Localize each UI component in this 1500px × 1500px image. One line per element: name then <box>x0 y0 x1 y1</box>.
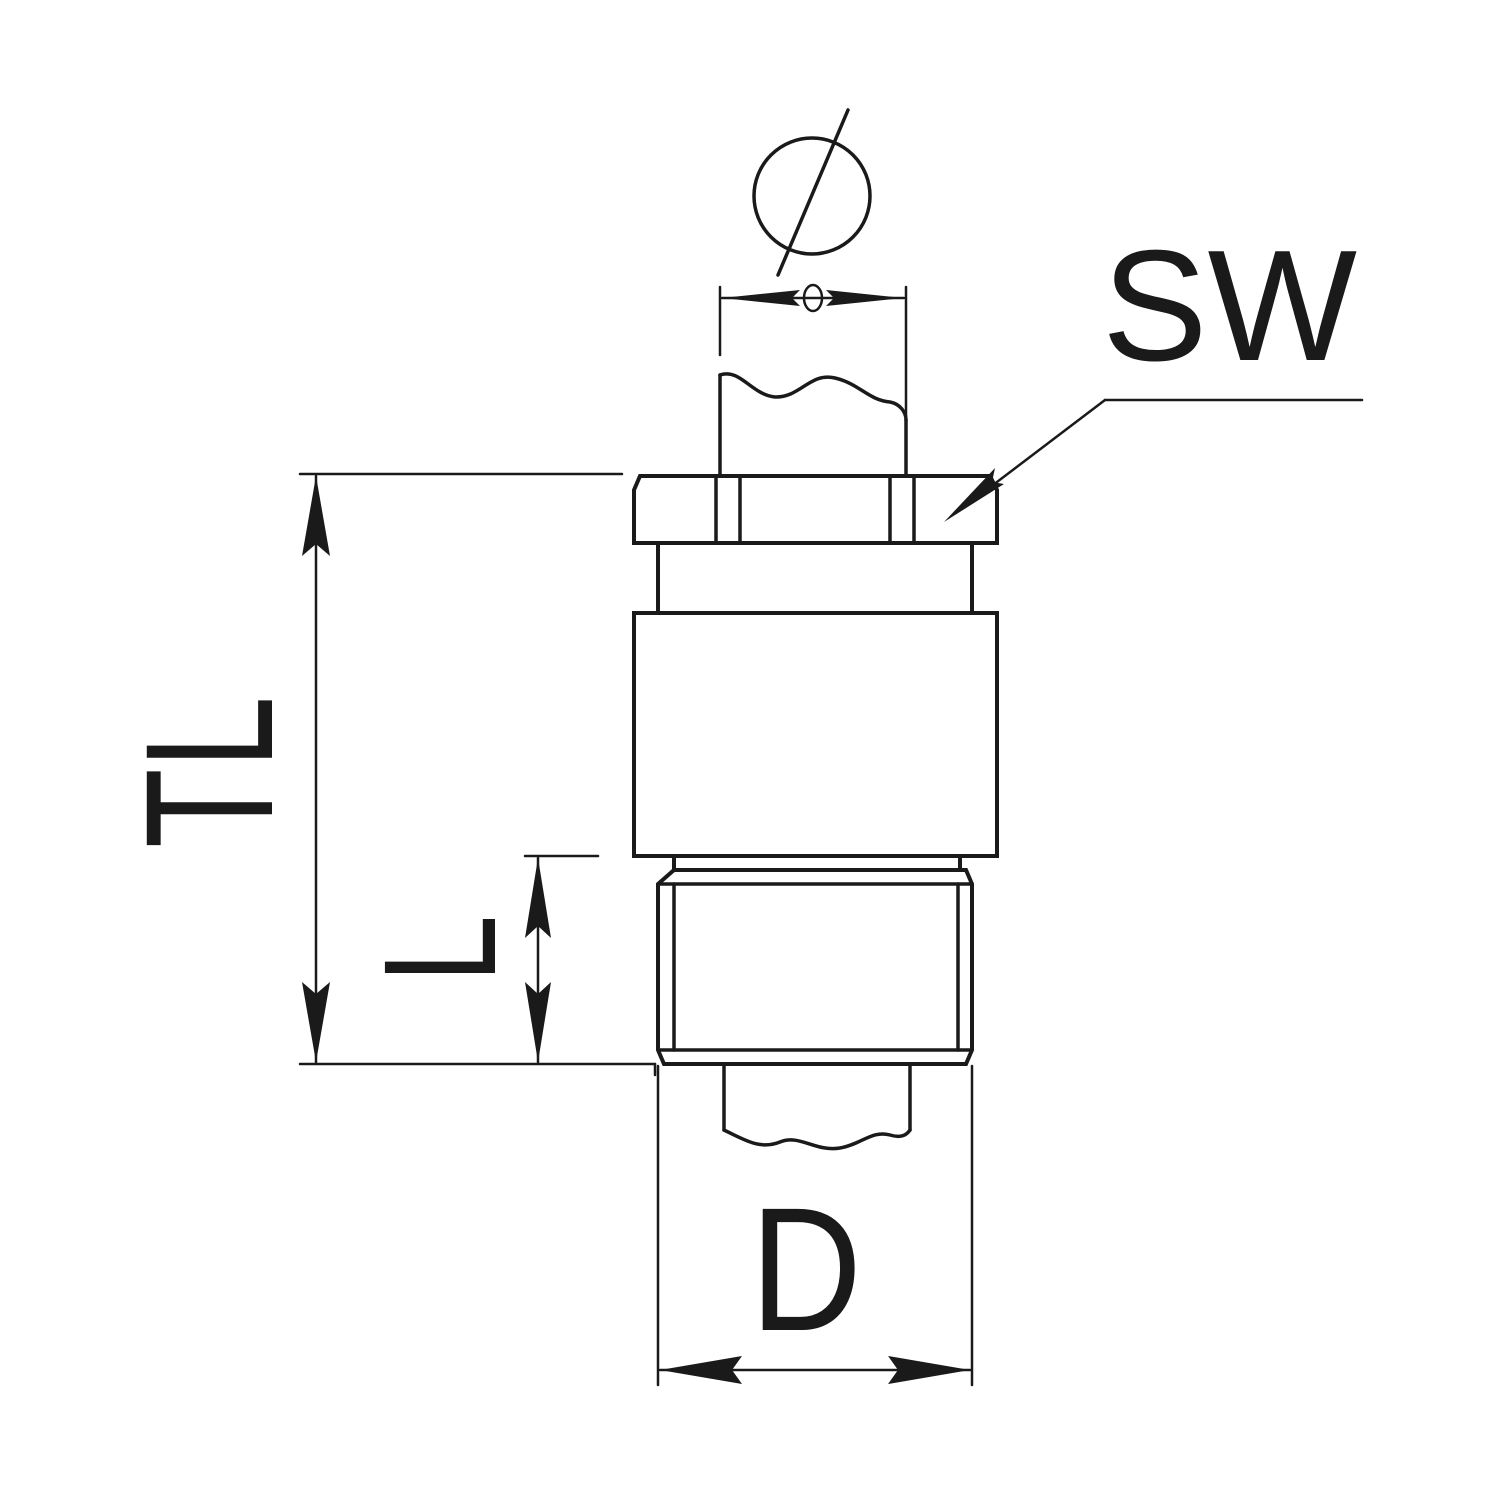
hex-nut <box>632 474 999 545</box>
tl-dimension <box>298 472 657 1077</box>
cable-top-section <box>718 372 908 478</box>
d-dimension <box>656 1064 974 1387</box>
l-dimension <box>523 854 600 1064</box>
neck <box>656 541 974 615</box>
cable-diameter-dimension <box>718 283 908 422</box>
cable-bottom-section <box>722 1062 912 1151</box>
thread-section <box>656 854 974 1066</box>
l-label: L <box>350 915 529 983</box>
gland-body <box>632 611 999 858</box>
diameter-symbol-icon <box>752 108 872 277</box>
d-label: D <box>750 1172 862 1368</box>
tl-label: TL <box>107 696 311 848</box>
sw-leader <box>944 398 1364 522</box>
sw-label: SW <box>1102 218 1357 394</box>
